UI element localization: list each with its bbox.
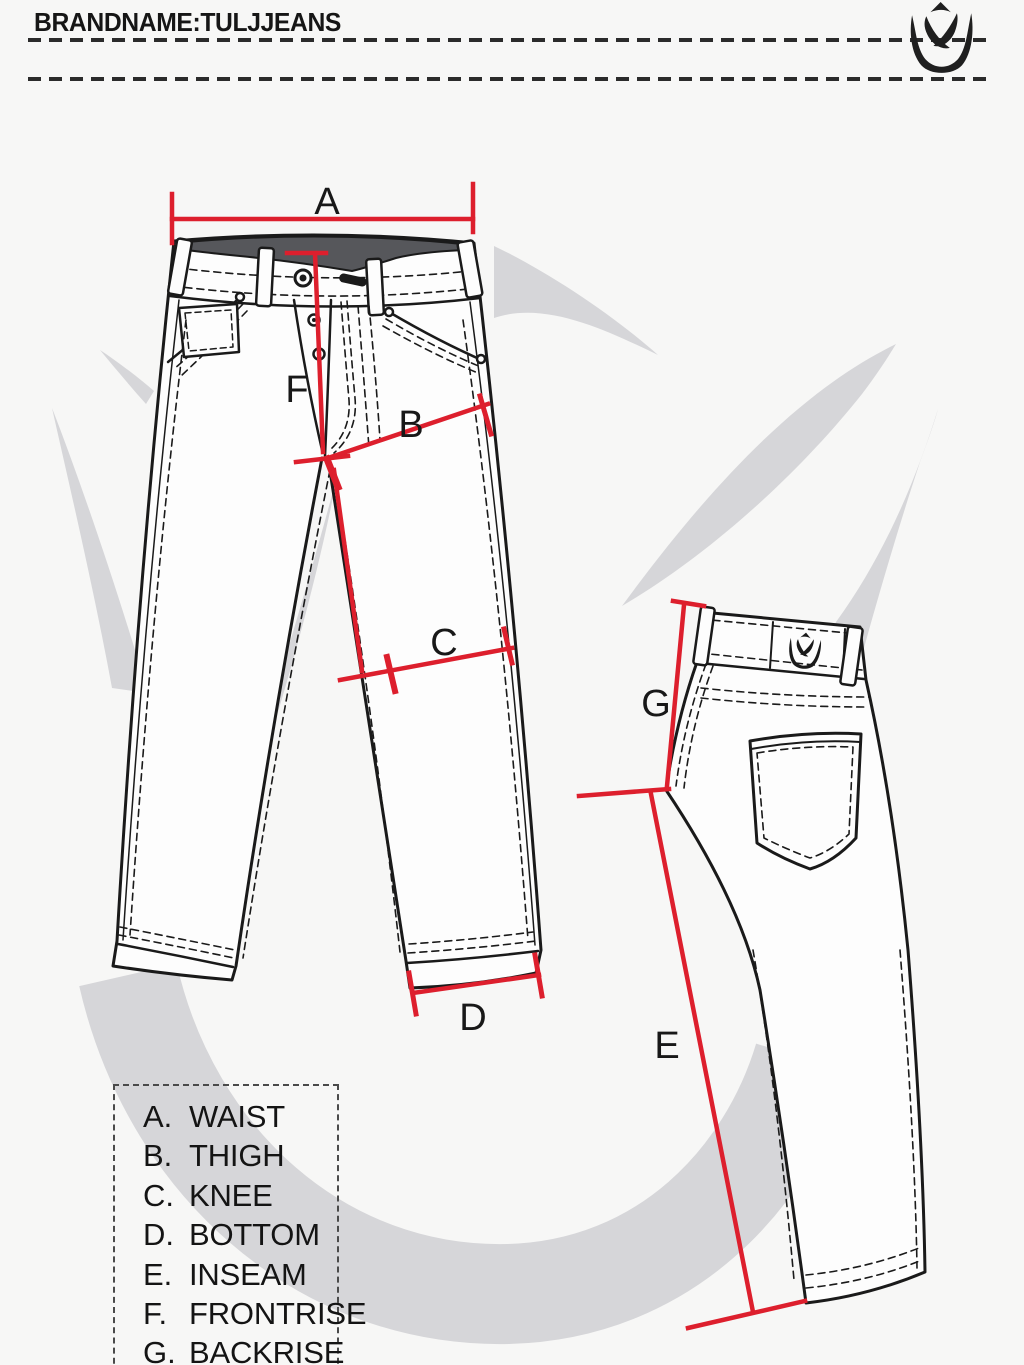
legend-letter: B. (143, 1138, 173, 1174)
front-belt-loop (456, 239, 484, 299)
legend-item-bottom: D. BOTTOM (143, 1217, 337, 1256)
pocket-rivet (383, 306, 395, 318)
buttonhole (339, 273, 367, 287)
legend-name: BOTTOM (189, 1217, 320, 1253)
measure-line-frontrise (284, 250, 329, 455)
legend-item-backrise: G. BACKRISE (143, 1335, 344, 1365)
back-pocket-top-seam (750, 740, 861, 750)
left-inseam-stitch (242, 469, 331, 959)
watermark-blade-right (832, 409, 938, 692)
watermark-blade-center (494, 246, 658, 355)
measure-line-inseam (648, 791, 756, 1315)
front-belt-loop (254, 246, 276, 308)
right-pocket-opening (387, 310, 486, 363)
back-waistband-seam (697, 661, 866, 681)
watermark-blade-left-large (52, 408, 140, 692)
back-hem-stitch (805, 1247, 923, 1289)
legend-name: WAIST (189, 1099, 286, 1134)
back-silhouette (664, 610, 927, 1305)
front-waistband-seam (168, 294, 482, 308)
legend-item-waist: A. WAIST (143, 1099, 337, 1138)
front-belt-loop (166, 237, 194, 297)
measure-label-waist: A (314, 181, 340, 223)
pocket-bag-stitch (357, 305, 381, 449)
legend-letter: C. (143, 1177, 174, 1213)
measure-label-thigh: B (398, 404, 423, 446)
back-outseam-stitch (899, 949, 918, 1269)
watermark-petal-right (622, 344, 896, 606)
crotch-mark (293, 453, 351, 465)
measure-label-bottom: D (459, 997, 486, 1039)
left-hem-seam (116, 942, 235, 969)
front-silhouette (111, 233, 543, 990)
jeans-front-view (111, 233, 543, 990)
back-pocket-stitch (756, 745, 854, 859)
back-belt-loop (692, 605, 716, 667)
legend-box: A. WAIST B. THIGH C. KNEE D. BOTTOM E. I… (113, 1084, 367, 1365)
dashed-rule-top (28, 38, 994, 42)
legend-name: BACKRISE (189, 1335, 345, 1365)
back-belt-loop (839, 625, 864, 687)
measure-label-knee: C (430, 622, 457, 664)
legend-letter: G. (143, 1335, 176, 1365)
front-belt-loop (364, 257, 386, 317)
measure-line-backrise (664, 598, 707, 789)
pocket-rivet (234, 291, 246, 303)
legend-letter: A. (143, 1099, 173, 1134)
back-pocket (748, 731, 863, 871)
legend-name: FRONTRISE (189, 1295, 367, 1331)
left-outseam (122, 299, 180, 941)
measurement-lines (169, 181, 808, 1331)
brand-name: BRANDNAME:TULJJEANS (34, 7, 342, 37)
tulip-logo-icon (910, 2, 973, 73)
watermark-blade-left-small (100, 350, 154, 404)
back-yoke-stitch (700, 687, 870, 708)
dashed-rule-bottom (28, 77, 994, 81)
knee-guide-line (331, 467, 365, 674)
legend-letter: D. (143, 1217, 174, 1253)
right-inseam-stitch (333, 469, 401, 953)
legend-name: INSEAM (189, 1256, 307, 1292)
measure-label-frontrise: F (285, 369, 308, 411)
fly-placket (292, 298, 324, 452)
jeans-back-view (664, 605, 927, 1305)
legend-letter: E. (143, 1256, 173, 1292)
measurement-labels: A B C D E F G (285, 181, 679, 1067)
fly-j-stitch (330, 301, 350, 450)
right-outseam (469, 301, 536, 946)
legend-letter: F. (143, 1295, 168, 1331)
measure-label-backrise: G (641, 683, 671, 725)
legend-item-knee: C. KNEE (143, 1178, 337, 1217)
measure-line-bottom (410, 972, 542, 996)
back-inseam-stitch (752, 949, 795, 1281)
watermark-cup-arc (79, 963, 852, 1345)
back-crotch-mark (576, 786, 672, 799)
legend-item-inseam: E. INSEAM (143, 1257, 337, 1296)
legend-item-frontrise: F. FRONTRISE (143, 1295, 367, 1335)
back-rise-stitch (675, 663, 714, 789)
legend-name: THIGH (189, 1138, 285, 1174)
measure-line-thigh (328, 401, 491, 460)
fly-center-seam (323, 298, 333, 458)
legend-name: KNEE (189, 1177, 273, 1213)
measure-label-inseam: E (654, 1025, 679, 1067)
legend-item-thigh: B. THIGH (143, 1138, 337, 1177)
measure-line-knee (337, 645, 515, 683)
right-hem-seam (405, 949, 540, 965)
coin-pocket (177, 302, 241, 359)
